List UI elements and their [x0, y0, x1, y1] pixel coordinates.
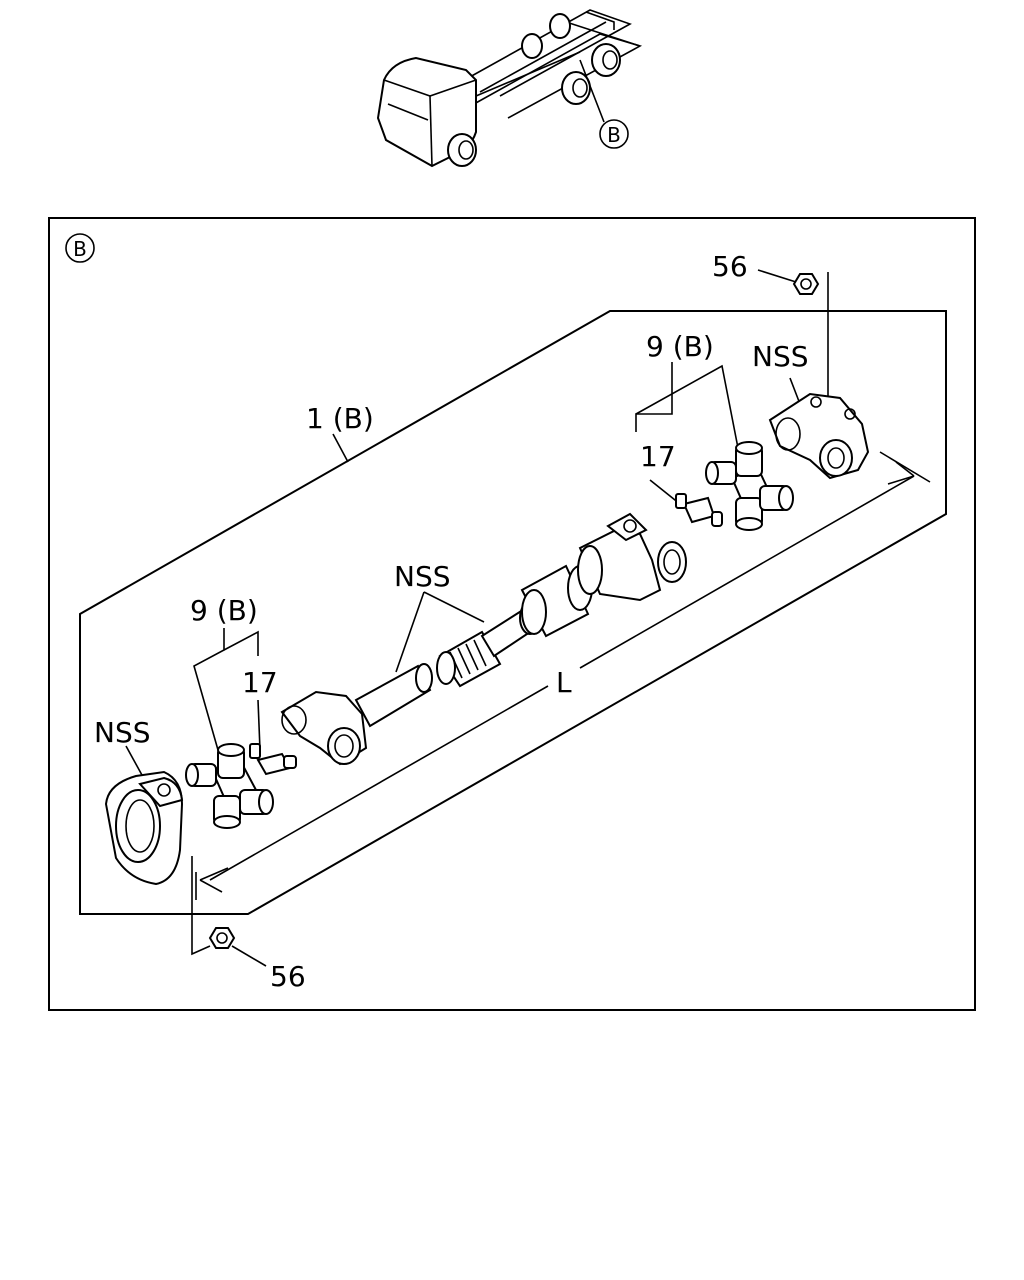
- label-grease-fitting-right: 17: [640, 440, 676, 473]
- label-ujoint-left: 9 (B): [190, 594, 258, 627]
- right-flange-yoke: [768, 392, 870, 480]
- left-universal-joint: [185, 743, 274, 829]
- right-universal-joint: [705, 441, 794, 531]
- label-shaft-assembly: 1 (B): [306, 402, 374, 435]
- label-ujoint-right: 9 (B): [646, 330, 714, 363]
- length-dimension: [195, 451, 931, 900]
- center-slip-joint: [520, 564, 593, 638]
- right-grease-fitting: [675, 493, 723, 527]
- locator-view-label: B: [607, 123, 621, 147]
- label-nss-left-flange: NSS: [94, 716, 151, 749]
- truck-locator-illustration: B: [376, 9, 643, 168]
- detail-panel-frame: [48, 217, 976, 1011]
- assembly-bracket: [79, 310, 947, 915]
- label-grease-fitting-left: 17: [242, 666, 278, 699]
- label-nut-top: 56: [712, 250, 748, 283]
- top-flange-nut: [792, 273, 820, 295]
- bottom-flange-nut: [208, 927, 236, 949]
- label-nut-bottom: 56: [270, 960, 306, 993]
- left-flange-yoke: [104, 770, 184, 886]
- panel-view-label: B: [73, 237, 87, 261]
- left-grease-fitting: [249, 743, 297, 776]
- label-length-dimension: L: [556, 666, 572, 699]
- label-nss-shaft: NSS: [394, 560, 451, 593]
- right-end-yoke: [577, 512, 687, 602]
- label-nss-right-flange: NSS: [752, 340, 809, 373]
- slip-yoke-shaft: [280, 663, 433, 766]
